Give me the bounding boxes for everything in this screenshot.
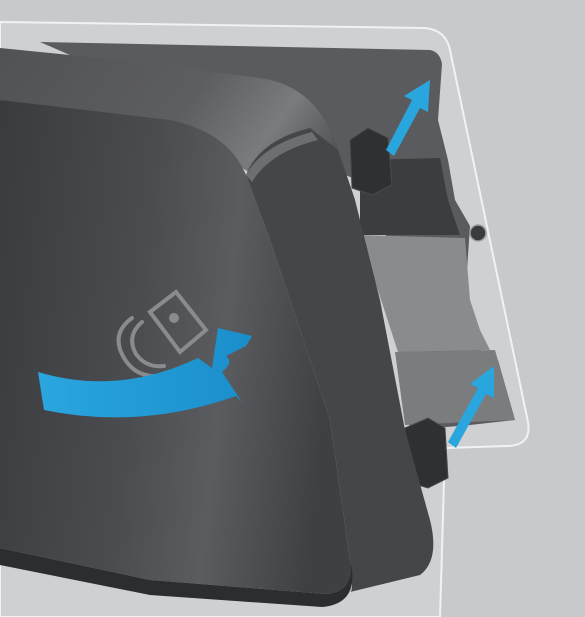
mounting-recess-band <box>395 350 515 425</box>
upper-hinge-tab <box>350 128 392 195</box>
screw-hole <box>470 225 486 241</box>
